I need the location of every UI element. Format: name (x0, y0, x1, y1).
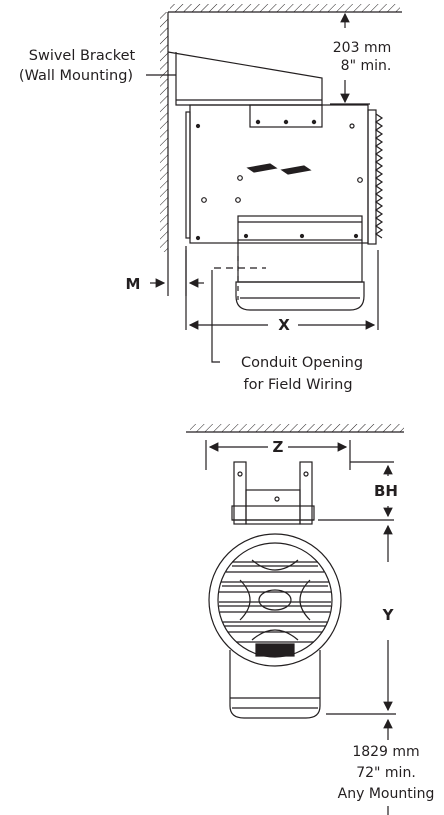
grille-louvers (219, 561, 331, 643)
grille-inner-ring (217, 542, 333, 658)
motor-hub (255, 643, 295, 657)
motor-can (237, 240, 363, 283)
bracket-arm-right (299, 461, 313, 525)
heater-back-flange (185, 111, 191, 239)
fan-blades (239, 559, 311, 641)
conduit-leader (211, 270, 220, 363)
louver-frame (367, 109, 377, 245)
dim-bh-label: BH (374, 482, 398, 500)
wall-hatch (160, 12, 168, 252)
bracket-center-block (245, 489, 301, 525)
motor-can-front (229, 650, 321, 719)
clearance-in-label: 8" min. (341, 58, 392, 74)
motor-housing-top (237, 215, 363, 241)
bracket-plate (231, 505, 315, 521)
bracket-label-line1: Swivel Bracket (29, 48, 136, 64)
floor-note-label: Any Mounting (338, 786, 435, 802)
ceiling-hatch-top (170, 4, 400, 12)
dim-x-label: X (278, 316, 290, 334)
bracket-label-line2: (Wall Mounting) (19, 68, 133, 84)
clearance-mm-label: 203 mm (333, 40, 391, 56)
louver-blades (374, 113, 384, 239)
dim-y-label: Y (382, 606, 395, 624)
grille-outer-ring (208, 533, 342, 667)
dim-z-label: Z (273, 438, 284, 456)
airflow-arrow-2 (280, 165, 312, 175)
floor-mm-label: 1829 mm (352, 744, 419, 760)
motor-end-cap (235, 281, 365, 311)
bracket-arm-left (233, 461, 247, 525)
swivel-bracket (167, 51, 323, 106)
conduit-label-line2: for Field Wiring (243, 377, 352, 393)
airflow-arrow-1 (246, 163, 278, 173)
conduit-label-line1: Conduit Opening (241, 355, 363, 371)
dim-m-label: M (126, 275, 141, 293)
front-view (186, 424, 404, 815)
ceiling-hatch-bottom (190, 424, 404, 432)
side-view (146, 4, 402, 363)
floor-in-label: 72" min. (356, 765, 416, 781)
